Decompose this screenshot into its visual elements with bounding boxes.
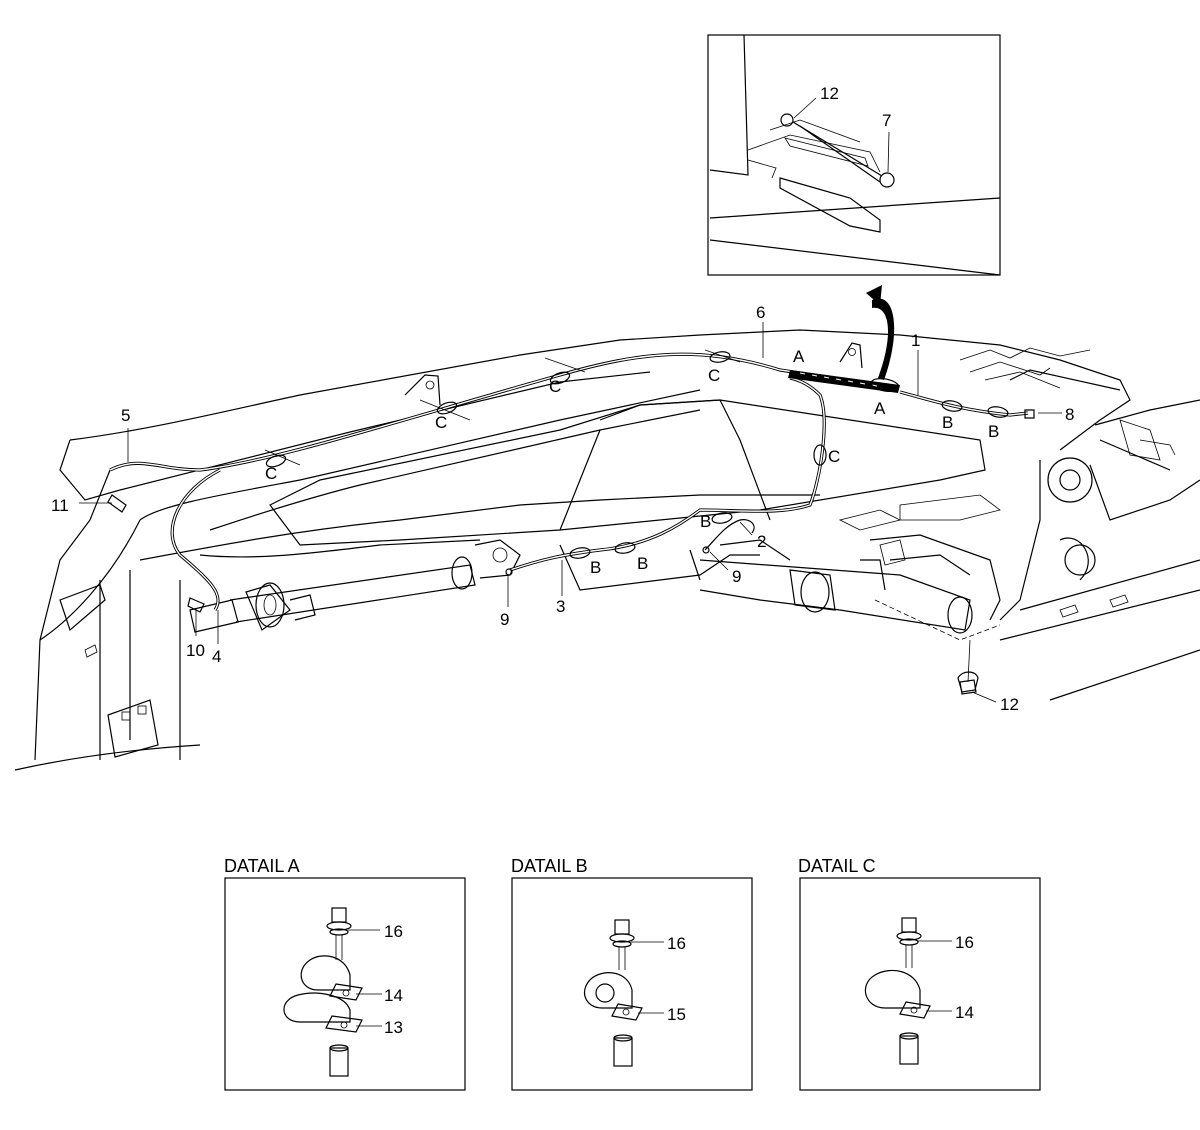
clamp-letters: A A B B B B B C C C C C xyxy=(265,347,999,577)
detail-c-part-16: 16 xyxy=(955,933,974,952)
callout-12-lower: 12 xyxy=(1000,695,1019,714)
spacer-icon-a xyxy=(329,1047,349,1077)
grease-line-3 xyxy=(509,376,826,572)
callout-10: 10 xyxy=(186,641,205,660)
detail-b-part-15: 15 xyxy=(667,1005,686,1024)
fitting-9-left xyxy=(505,568,513,576)
clamp-label-b-2: B xyxy=(988,422,999,441)
callout-9-left: 9 xyxy=(500,610,509,629)
callout-11: 11 xyxy=(51,496,69,515)
detail-a-part-13: 13 xyxy=(384,1018,403,1037)
clamp-label-a-top: A xyxy=(793,347,805,366)
view-arrow xyxy=(872,298,895,380)
bolt-icon-b xyxy=(614,919,630,935)
fitting-11 xyxy=(107,494,127,513)
detail-a-part-16: 16 xyxy=(384,922,403,941)
callout-3: 3 xyxy=(556,597,565,616)
fitting-12-inset xyxy=(780,113,794,127)
callout-2: 2 xyxy=(757,532,766,551)
callout-7: 7 xyxy=(882,111,891,130)
clamp-label-c-4: C xyxy=(708,366,720,385)
grease-line-1 xyxy=(899,390,1029,417)
clamp-label-c-3: C xyxy=(549,377,561,396)
fitting-12-lower xyxy=(957,671,979,693)
detail-c-part-14: 14 xyxy=(955,1003,974,1022)
grease-line-2 xyxy=(704,519,755,551)
clamp-14-icon-a xyxy=(300,955,351,991)
detail-a-frame xyxy=(224,877,466,1091)
callout-6: 6 xyxy=(756,303,765,322)
fitting-9-right xyxy=(702,546,710,554)
pivot-pin-right xyxy=(1047,457,1093,503)
clamp-label-b-5: B xyxy=(637,554,648,573)
boom-assembly xyxy=(14,329,1200,771)
clamp-label-c-2: C xyxy=(435,413,447,432)
inset-frame xyxy=(707,34,1001,276)
detail-c-frame xyxy=(799,877,1041,1091)
callout-9-right: 9 xyxy=(732,567,741,586)
clamp-14-icon-c xyxy=(864,969,921,1009)
inset-view: 12 7 xyxy=(707,34,1001,276)
clamp-label-c-1: C xyxy=(265,464,277,483)
detail-a-title: DATAIL A xyxy=(224,856,300,876)
spacer-icon-b xyxy=(613,1037,633,1067)
callout-5: 5 xyxy=(121,406,130,425)
detail-a: DATAIL A 16 14 13 xyxy=(224,856,466,1091)
grease-line-4 xyxy=(170,468,221,611)
bolt-icon-c xyxy=(901,917,917,933)
detail-b-part-16: 16 xyxy=(667,934,686,953)
fitting-8 xyxy=(1024,409,1035,419)
grease-lines xyxy=(107,349,1035,693)
hydraulic-cylinders xyxy=(189,534,1001,695)
callout-1: 1 xyxy=(911,331,920,350)
clamp-label-b-1: B xyxy=(942,413,953,432)
clamp-label-a-bottom: A xyxy=(874,399,886,418)
bolt-icon-a xyxy=(331,907,347,923)
fitting-10 xyxy=(187,597,205,613)
clamp-13-icon xyxy=(283,992,351,1023)
callout-labels: 5 11 10 4 9 3 2 9 6 1 8 12 xyxy=(51,303,1074,714)
detail-b-title: DATAIL B xyxy=(511,856,588,876)
detail-b-frame xyxy=(511,877,753,1091)
leader-lines xyxy=(79,322,1062,703)
detail-b: DATAIL B 16 15 xyxy=(511,856,753,1091)
detail-c-title: DATAIL C xyxy=(798,856,876,876)
detail-a-part-14: 14 xyxy=(384,986,403,1005)
clamp-label-b-3: B xyxy=(700,512,711,531)
callout-12-inset: 12 xyxy=(820,84,839,103)
callout-4: 4 xyxy=(212,647,221,666)
grease-line-6 xyxy=(109,352,881,472)
clamp-label-b-4: B xyxy=(590,558,601,577)
callout-8: 8 xyxy=(1065,405,1074,424)
clamp-15-icon xyxy=(583,972,633,1009)
fitting-7-inset xyxy=(879,172,895,188)
spacer-icon-c xyxy=(899,1035,919,1065)
detail-c: DATAIL C 16 14 xyxy=(798,856,1041,1091)
clamp-label-c-5: C xyxy=(828,447,840,466)
